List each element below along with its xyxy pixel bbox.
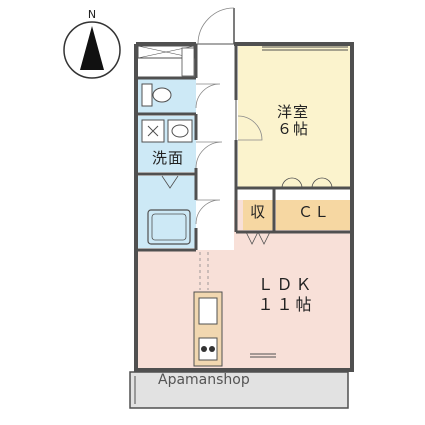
sink-icon xyxy=(198,297,218,325)
bathroom-door xyxy=(195,199,221,225)
ldk-label: ＬＤＫ １１帖 xyxy=(257,275,315,314)
toilet-door xyxy=(195,83,221,109)
ldk-floor xyxy=(138,250,350,368)
closet-folding-doors xyxy=(281,177,333,189)
watermark: Apamanshop xyxy=(158,372,250,388)
storage-doors xyxy=(245,231,271,245)
toilet-icon xyxy=(141,83,172,107)
bathtub-icon xyxy=(147,209,191,245)
compass-icon xyxy=(63,21,121,79)
hallway-floor xyxy=(196,44,234,250)
kitchen-counter xyxy=(193,291,223,367)
compass-north-label: N xyxy=(88,8,96,21)
storage-label: 収 xyxy=(249,203,266,221)
washing-machine-icon xyxy=(141,119,165,143)
storage-floor xyxy=(243,200,273,230)
exterior-walls xyxy=(134,42,354,372)
western-room-window xyxy=(262,46,348,51)
washroom-label: 洗面 xyxy=(151,149,184,167)
interior-walls xyxy=(138,44,352,252)
western-room-door xyxy=(237,115,263,141)
stove-icon xyxy=(198,337,218,361)
western-room-label: 洋室 ６帖 xyxy=(276,103,309,138)
entrance-door xyxy=(196,7,235,45)
closet-floor xyxy=(276,200,350,230)
washroom-door xyxy=(195,141,223,169)
washbasin-icon xyxy=(167,119,193,143)
western-room-floor xyxy=(238,46,350,188)
closet-label: ＣＬ xyxy=(297,203,330,221)
